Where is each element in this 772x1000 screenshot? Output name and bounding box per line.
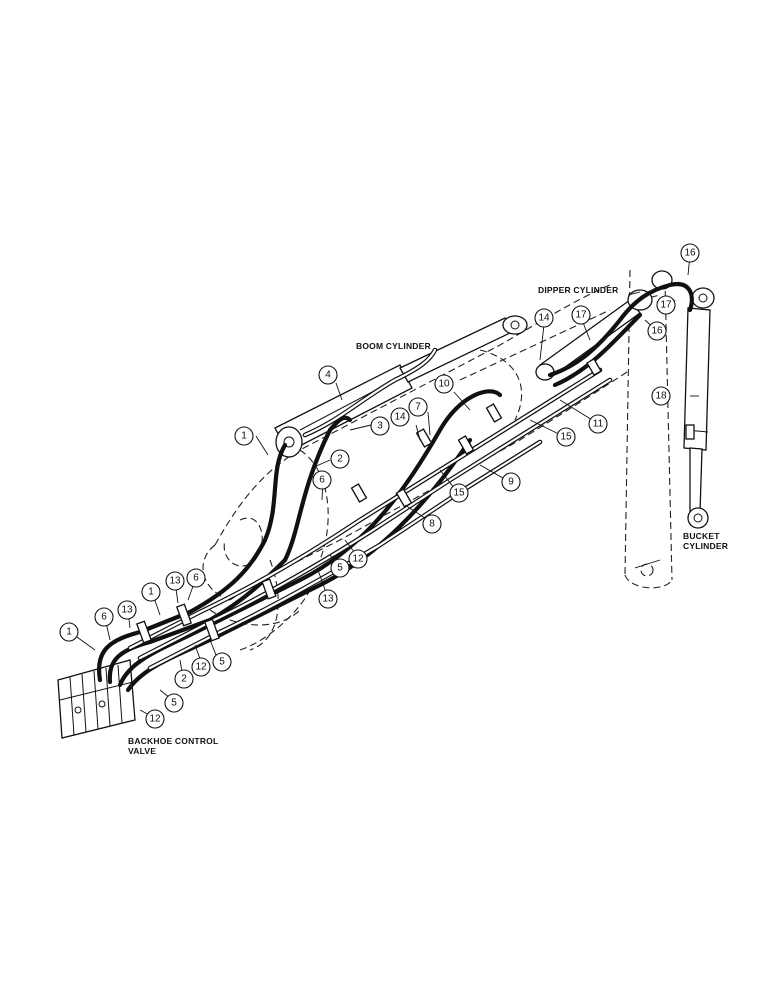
svg-text:15: 15 — [453, 488, 465, 499]
svg-text:13: 13 — [169, 576, 181, 587]
svg-text:5: 5 — [171, 698, 177, 709]
callout-5: 5 — [330, 558, 350, 578]
callout-16: 16 — [647, 321, 667, 341]
callout-1: 1 — [59, 622, 79, 642]
backhoe-control-valve — [57, 659, 136, 739]
svg-text:17: 17 — [660, 300, 672, 311]
svg-text:8: 8 — [429, 519, 435, 530]
callout-6: 6 — [186, 568, 206, 588]
callout-13: 13 — [117, 600, 137, 620]
callout-14: 14 — [534, 308, 554, 328]
svg-text:10: 10 — [438, 379, 450, 390]
callout-5: 5 — [164, 693, 184, 713]
svg-text:7: 7 — [415, 402, 421, 413]
svg-text:13: 13 — [121, 605, 133, 616]
component-labels: BOOM CYLINDER DIPPER CYLINDER BUCKET CYL… — [128, 285, 728, 756]
callout-5: 5 — [212, 652, 232, 672]
svg-text:4: 4 — [325, 370, 331, 381]
control-valve-label-line2: VALVE — [128, 746, 156, 756]
svg-text:9: 9 — [508, 477, 514, 488]
callout-12: 12 — [191, 657, 211, 677]
svg-text:12: 12 — [195, 662, 207, 673]
bucket-cylinder-label-line1: BUCKET — [683, 531, 720, 541]
callout-2: 2 — [174, 669, 194, 689]
callout-2: 2 — [330, 449, 350, 469]
svg-text:6: 6 — [193, 573, 199, 584]
svg-text:13: 13 — [322, 594, 334, 605]
svg-text:14: 14 — [538, 313, 550, 324]
svg-text:6: 6 — [101, 612, 107, 623]
callout-13: 13 — [318, 589, 338, 609]
svg-text:2: 2 — [337, 454, 343, 465]
callout-1: 1 — [141, 582, 161, 602]
svg-text:1: 1 — [66, 627, 72, 638]
callout-3: 3 — [370, 416, 390, 436]
svg-text:1: 1 — [148, 587, 154, 598]
callout-15: 15 — [556, 427, 576, 447]
svg-text:6: 6 — [319, 475, 325, 486]
callout-14: 14 — [390, 407, 410, 427]
svg-text:3: 3 — [377, 421, 383, 432]
callout-4: 4 — [318, 365, 338, 385]
svg-text:5: 5 — [337, 563, 343, 574]
control-valve-label-line1: BACKHOE CONTROL — [128, 736, 218, 746]
svg-text:15: 15 — [560, 432, 572, 443]
callout-1: 1 — [234, 426, 254, 446]
svg-text:5: 5 — [219, 657, 225, 668]
callout-15: 15 — [449, 483, 469, 503]
callout-7: 7 — [408, 397, 428, 417]
callout-11: 11 — [588, 414, 608, 434]
svg-text:17: 17 — [575, 310, 587, 321]
callout-6: 6 — [312, 470, 332, 490]
callout-13: 13 — [165, 571, 185, 591]
callout-12: 12 — [145, 709, 165, 729]
bucket-cylinder — [683, 287, 715, 529]
svg-text:14: 14 — [394, 412, 406, 423]
callout-8: 8 — [422, 514, 442, 534]
callout-17: 17 — [571, 305, 591, 325]
callout-12: 12 — [348, 549, 368, 569]
callouts: 1 1 1 2 2 3 4 5 5 5 6 6 6 7 8 9 10 11 12… — [59, 243, 700, 729]
dipper-cylinder-label: DIPPER CYLINDER — [538, 285, 618, 295]
svg-text:2: 2 — [181, 674, 187, 685]
callout-6: 6 — [94, 607, 114, 627]
hose-fittings — [135, 358, 695, 644]
callout-9: 9 — [501, 472, 521, 492]
svg-text:16: 16 — [651, 326, 663, 337]
boom-cylinder-label: BOOM CYLINDER — [356, 341, 431, 351]
svg-text:16: 16 — [684, 248, 696, 259]
callout-18: 18 — [651, 386, 671, 406]
boom-cylinder — [274, 315, 528, 458]
callout-10: 10 — [434, 374, 454, 394]
svg-text:12: 12 — [149, 714, 161, 725]
svg-text:18: 18 — [655, 391, 667, 402]
svg-text:1: 1 — [241, 431, 247, 442]
hoses-steel — [127, 347, 613, 671]
callout-17: 17 — [656, 295, 676, 315]
callout-16: 16 — [680, 243, 700, 263]
svg-text:12: 12 — [352, 554, 364, 565]
bucket-cylinder-label-line2: CYLINDER — [683, 541, 728, 551]
svg-text:11: 11 — [593, 419, 604, 430]
